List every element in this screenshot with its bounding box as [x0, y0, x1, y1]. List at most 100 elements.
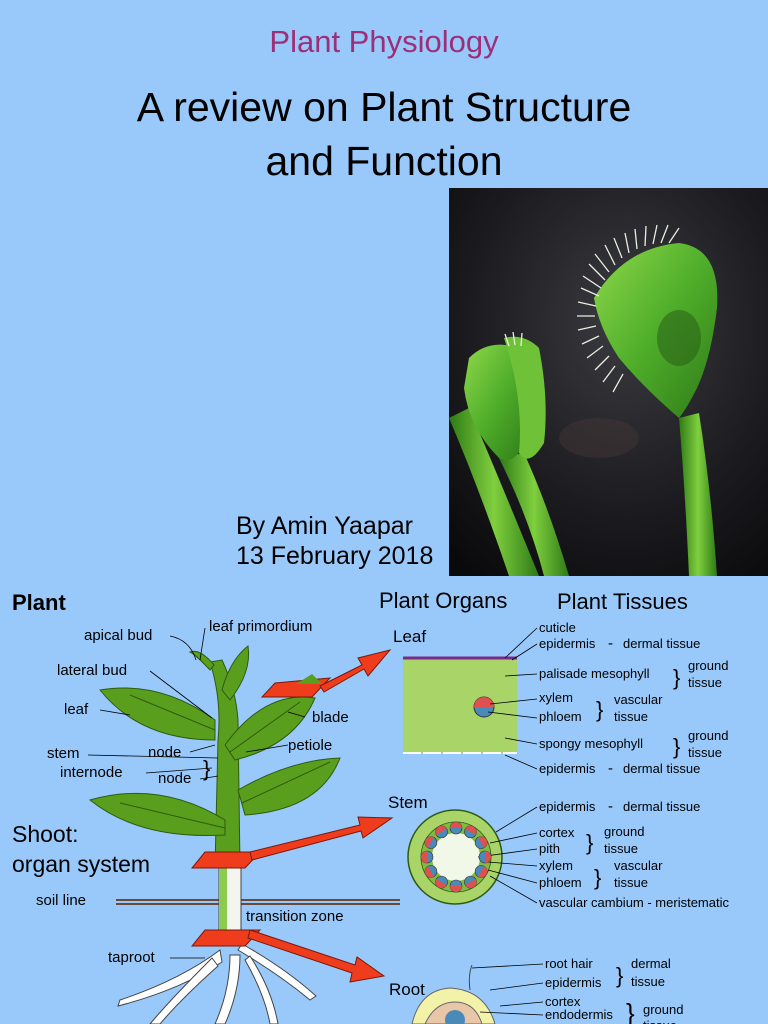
vascular-bundle [464, 825, 477, 839]
vascular-bundle [449, 879, 463, 893]
svg-text:}: } [594, 865, 601, 890]
title-line-2: and Function [265, 138, 503, 184]
root-root-hair: root hair [545, 956, 593, 971]
vascular-bundle [449, 821, 463, 835]
heading-plant-organs: Plant Organs [379, 588, 507, 613]
label-internode: internode [60, 764, 123, 781]
leaf-ground-2b: tissue [688, 745, 722, 760]
stem-ground-b: tissue [604, 841, 638, 856]
stem-pith: pith [539, 841, 560, 856]
stem-epidermis: epidermis [539, 799, 596, 814]
organ-arrows [247, 649, 394, 983]
svg-text:}: } [626, 998, 635, 1024]
leaf-ground-2a: ground [688, 728, 728, 743]
slide-subtitle: Plant Physiology [269, 24, 499, 59]
root-dermal-a: dermal [631, 956, 671, 971]
node-brace: } [203, 756, 210, 781]
svg-text:}: } [586, 830, 593, 855]
label-leaf-primordium: leaf primordium [209, 618, 312, 635]
root-ground-a: ground [643, 1002, 683, 1017]
vascular-bundle [424, 865, 438, 878]
venus-flytrap-photo [449, 188, 768, 576]
organ-leaf: Leaf [393, 627, 426, 646]
leaf-epidermis-top: epidermis [539, 636, 596, 651]
label-blade: blade [312, 709, 349, 726]
leaf-dash-top: - [608, 635, 613, 652]
stem-vascular-b: tissue [614, 875, 648, 890]
leaf-dermal-bottom: dermal tissue [623, 761, 700, 776]
label-stem: stem [47, 745, 80, 762]
label-lateral-bud: lateral bud [57, 662, 127, 679]
stem-dermal: dermal tissue [623, 799, 700, 814]
author-line: By Amin Yaapar [236, 512, 413, 540]
title-line-1: A review on Plant Structure [136, 84, 632, 130]
leaf-ground-1a: ground [688, 658, 728, 673]
leaf-palisade: palisade mesophyll [539, 666, 650, 681]
stem-cross-section [407, 809, 503, 905]
root-ground-b: tissue [643, 1018, 677, 1024]
plant-structure-diagram: Plant Plant Organs Plant Tissues [12, 588, 729, 1024]
heading-plant-tissues: Plant Tissues [557, 589, 688, 614]
vascular-bundle [435, 875, 448, 889]
label-taproot: taproot [108, 949, 156, 966]
leaf-dermal-top: dermal tissue [623, 636, 700, 651]
organ-stem: Stem [388, 793, 428, 812]
soil-line-mark [116, 899, 400, 905]
leaf-section-plane [260, 677, 332, 698]
root-system [117, 943, 317, 1024]
label-petiole: petiole [288, 737, 332, 754]
leaf-cross-section [403, 656, 517, 754]
leaf-braces: } } } [596, 665, 680, 759]
leaf-vascular-b: tissue [614, 709, 648, 724]
root-cortex: cortex [545, 994, 581, 1009]
root-endodermis: endodermis [545, 1007, 613, 1022]
stem-ground-a: ground [604, 824, 644, 839]
label-shoot: Shoot: [12, 821, 79, 847]
stem-section-plane [190, 851, 262, 869]
vascular-bundle [478, 850, 492, 864]
label-leaf: leaf [64, 701, 89, 718]
leaf-dash-bottom: - [608, 760, 613, 777]
stem-xylem: xylem [539, 858, 573, 873]
stem-cambium: vascular cambium - meristematic [539, 895, 729, 910]
vascular-bundle [474, 836, 488, 849]
leaf-vascular-a: vascular [614, 692, 663, 707]
stem-phloem: phloem [539, 875, 582, 890]
root-epidermis: epidermis [545, 975, 602, 990]
label-transition-zone: transition zone [246, 908, 344, 925]
svg-text:}: } [673, 734, 680, 759]
leaf-spongy: spongy mesophyll [539, 736, 643, 751]
leaf-cuticle: cuticle [539, 620, 576, 635]
label-soil-line: soil line [36, 892, 86, 909]
label-apical-bud: apical bud [84, 627, 152, 644]
svg-text:}: } [596, 697, 603, 722]
vascular-bundle [435, 825, 448, 839]
leaf-xylem: xylem [539, 690, 573, 705]
leaf-phloem: phloem [539, 709, 582, 724]
heading-plant: Plant [12, 590, 66, 615]
vascular-bundle [424, 836, 438, 849]
leaf-tip [296, 674, 322, 684]
svg-text:}: } [616, 963, 623, 988]
root-cross-section [411, 964, 496, 1024]
label-node-1: node [148, 744, 181, 761]
svg-text:}: } [673, 665, 680, 690]
stem-braces: } } [586, 830, 601, 890]
transition-stem-shade [219, 868, 227, 938]
root-braces: } } [616, 963, 635, 1024]
stem-dash: - [608, 798, 613, 815]
root-section-plane [190, 929, 262, 947]
date-line: 13 February 2018 [236, 542, 434, 570]
leaf-ground-1b: tissue [688, 675, 722, 690]
vascular-bundle [464, 875, 477, 889]
stem-cortex: cortex [539, 825, 575, 840]
label-organ-system: organ system [12, 851, 150, 877]
leaf-epidermis-bottom: epidermis [539, 761, 596, 776]
vascular-bundle [474, 865, 488, 878]
root-dermal-b: tissue [631, 974, 665, 989]
label-node-2: node [158, 770, 191, 787]
stem-vascular-a: vascular [614, 858, 663, 873]
slide-title: A review on Plant Structure and Function [0, 80, 768, 188]
organ-root: Root [389, 980, 425, 999]
vascular-bundle [420, 850, 434, 864]
